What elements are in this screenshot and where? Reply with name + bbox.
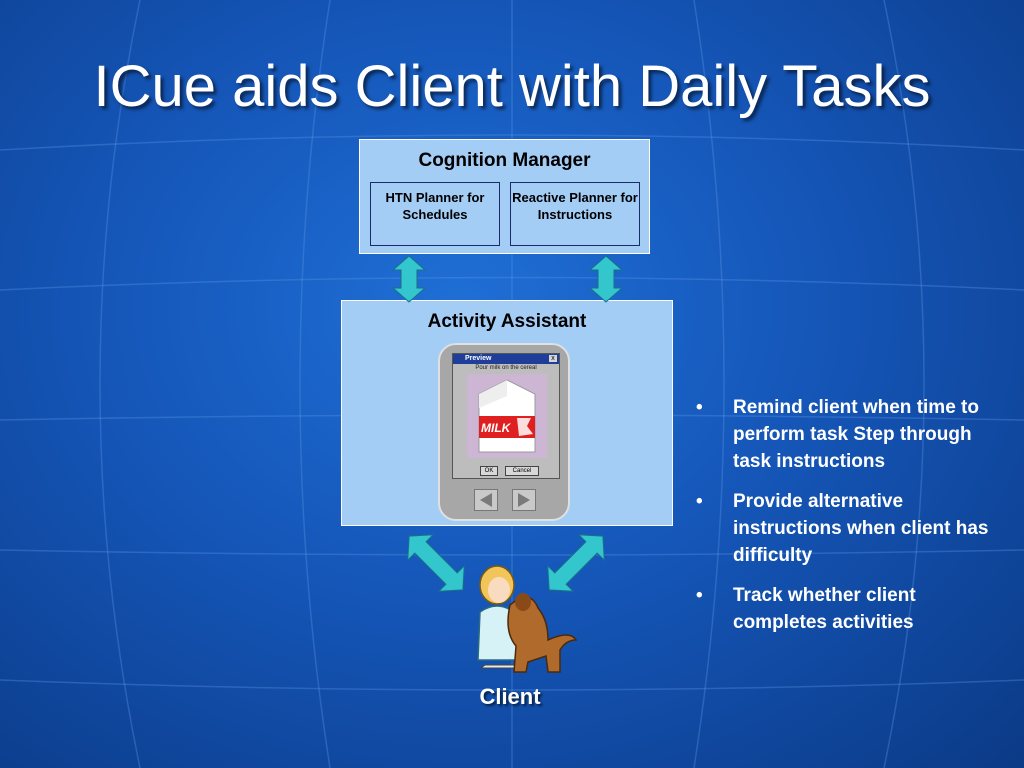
activity-assistant-box: Activity Assistant Preview x Pour milk o…: [341, 300, 673, 526]
cancel-button[interactable]: Cancel: [505, 466, 539, 476]
preview-window-title: Preview: [453, 354, 559, 364]
triangle-right-icon: [518, 493, 530, 507]
ok-button[interactable]: OK: [480, 466, 498, 476]
previous-button[interactable]: [474, 489, 498, 511]
activity-assistant-title: Activity Assistant: [427, 311, 587, 332]
close-icon[interactable]: x: [549, 355, 557, 362]
instruction-text: Pour milk on the cereal: [475, 365, 537, 371]
bullet-item: • Remind client when time to perform tas…: [690, 394, 1010, 475]
bullet-marker: •: [696, 585, 703, 606]
htn-planner-box: HTN Planner for Schedules: [370, 182, 500, 246]
milk-carton-icon: MILK: [478, 379, 536, 453]
slide-title: ICue aids Client with Daily Tasks: [93, 54, 931, 119]
bullet-item: • Track whether client completes activit…: [690, 582, 1010, 636]
client-label: Client: [479, 684, 541, 709]
bullet-marker: •: [696, 491, 703, 512]
bullet-item: • Provide alternative instructions when …: [690, 488, 1010, 569]
device-screen: Preview x Pour milk on the cereal MILK O…: [452, 353, 560, 479]
bullet-text: Provide alternative instructions when cl…: [733, 491, 989, 566]
milk-carton-picture: MILK: [467, 374, 547, 458]
milk-label: MILK: [481, 421, 512, 435]
handheld-device: Preview x Pour milk on the cereal MILK O…: [438, 343, 570, 521]
triangle-left-icon: [480, 493, 492, 507]
bullet-text: Remind client when time to perform task …: [733, 397, 979, 472]
bullet-text: Track whether client completes activitie…: [733, 585, 916, 633]
bullet-marker: •: [696, 397, 703, 418]
cognition-manager-title: Cognition Manager: [418, 150, 591, 171]
cognition-manager-box: Cognition Manager HTN Planner for Schedu…: [359, 139, 650, 254]
bullet-list: • Remind client when time to perform tas…: [690, 394, 1010, 649]
reactive-planner-box: Reactive Planner for Instructions: [510, 182, 640, 246]
next-button[interactable]: [512, 489, 536, 511]
